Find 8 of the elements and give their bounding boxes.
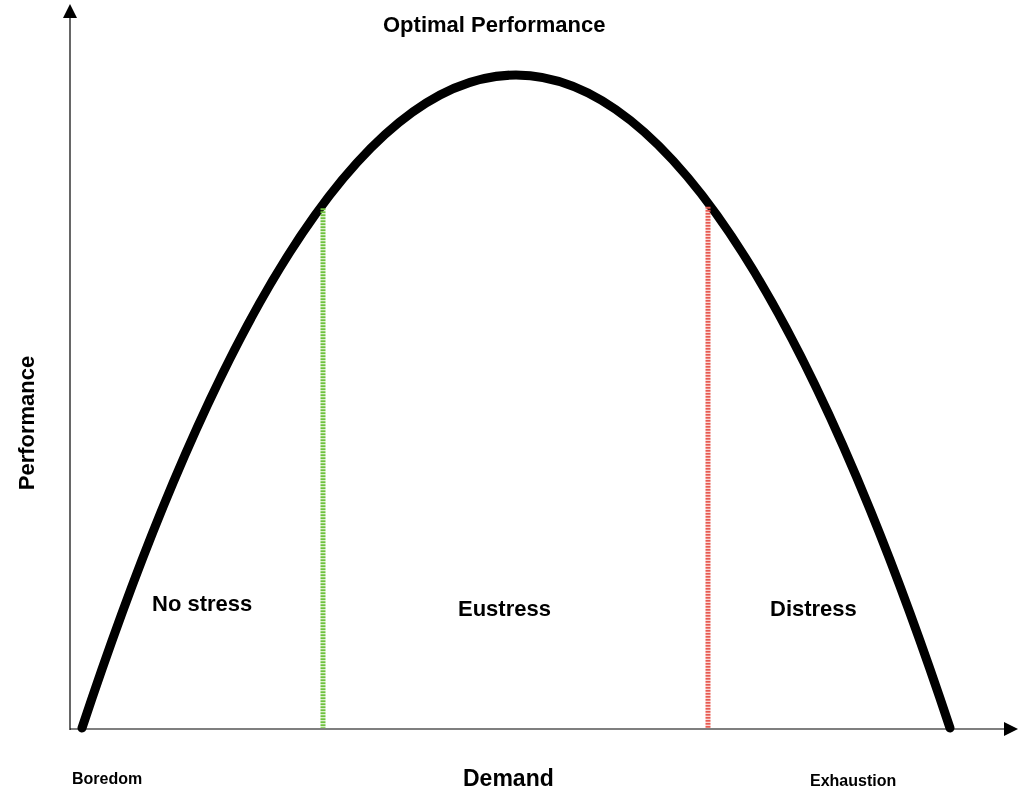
zone-label: Distress [770,596,857,622]
zone-label: No stress [152,591,253,617]
axis-label: Demand [463,765,554,792]
axis-end-label: Exhaustion [810,772,897,790]
chart-title: Optimal Performance [383,12,606,38]
axis-label: Performance [14,355,41,491]
axis-end-label: Boredom [72,770,143,788]
zone-label: Eustress [458,596,551,622]
